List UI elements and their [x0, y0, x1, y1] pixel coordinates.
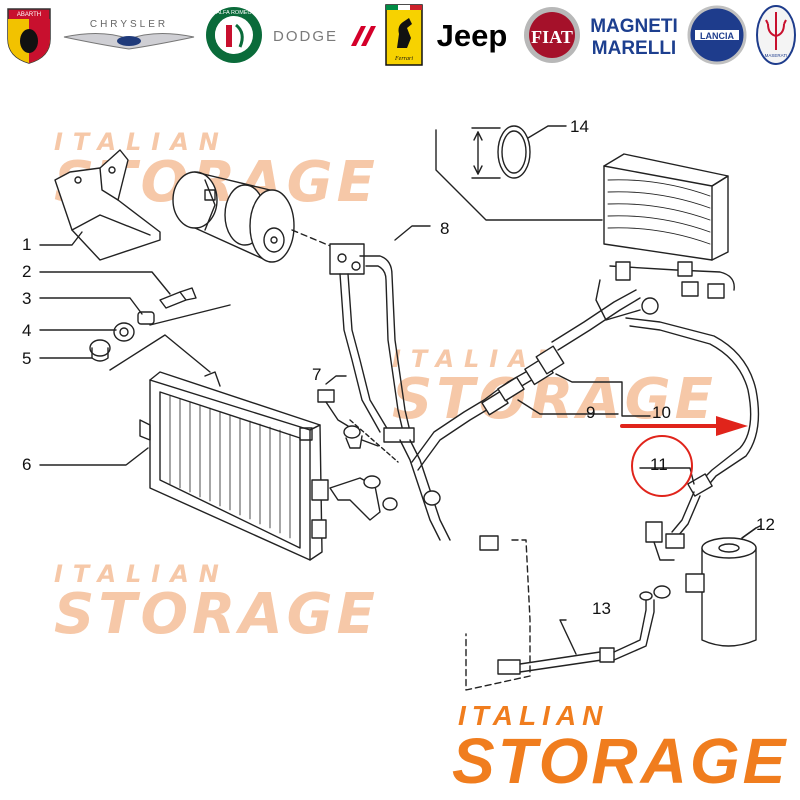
- leader-2: [39, 271, 171, 295]
- callout-4: 4: [22, 321, 31, 340]
- svg-text:Ferrari: Ferrari: [394, 56, 413, 62]
- leader-1: [39, 231, 83, 246]
- maserati-trident-icon: MASERATI: [756, 5, 796, 65]
- watermark-bottom-left: ITALIAN STORAGE: [54, 560, 379, 647]
- callout-3: 3: [22, 289, 31, 308]
- fiat-logo: FIAT: [522, 4, 582, 66]
- maserati-logo: MASERATI: [754, 4, 798, 66]
- svg-text:FIAT: FIAT: [531, 27, 573, 47]
- part-13-flexible-hose: [497, 585, 671, 675]
- alfa-romeo-logo: ALFA ROMEO: [203, 4, 265, 66]
- svg-text:CHRYSLER: CHRYSLER: [90, 19, 168, 30]
- part-3-sleeve: [137, 311, 155, 325]
- part-6-condenser: [139, 371, 329, 561]
- leader-8: [394, 225, 431, 241]
- part-1-bracket: [54, 149, 161, 261]
- chrysler-wings-icon: CHRYSLER: [63, 19, 195, 50]
- callout-9: 9: [586, 403, 595, 422]
- svg-text:Jeep: Jeep: [437, 18, 508, 53]
- magneti-marelli-wordmark-icon: MAGNETI MARELLI: [590, 16, 678, 59]
- lancia-shield-icon: LANCIA: [687, 5, 747, 65]
- brand-footer-line2: STORAGE: [452, 725, 789, 797]
- abarth-scorpion-shield-icon: ABARTH: [7, 8, 51, 64]
- leader-9: [517, 399, 619, 415]
- ferrari-logo: Ferrari: [384, 4, 424, 66]
- callout-5: 5: [22, 349, 31, 368]
- ferrari-prancing-horse-icon: Ferrari: [385, 4, 423, 66]
- magneti-marelli-logo: MAGNETI MARELLI: [588, 4, 680, 66]
- ac-system-exploded-diagram: 1 2 3 4 5 6 7 8 9 10 11 12 13 14: [22, 117, 775, 691]
- fiat-badge-icon: FIAT: [524, 7, 580, 63]
- condenser-outlet-fitting: [329, 475, 499, 551]
- callout-6: 6: [22, 455, 31, 474]
- brand-footer-line1: ITALIAN: [458, 700, 609, 731]
- chrysler-logo: CHRYSLER: [62, 4, 196, 66]
- svg-text:LANCIA: LANCIA: [700, 31, 734, 41]
- evaporator: [595, 153, 735, 321]
- highlight-part-11: [620, 416, 748, 497]
- highlight-circle: [631, 435, 693, 497]
- jeep-logo: Jeep: [430, 4, 514, 66]
- leader-7-dashed: [349, 419, 399, 463]
- callout-14: 14: [570, 117, 589, 136]
- svg-text:MARELLI: MARELLI: [592, 38, 676, 59]
- leader-10: [555, 373, 651, 417]
- callout-1: 1: [22, 235, 31, 254]
- arrow-right-icon: [716, 416, 748, 436]
- leader-bracket-dashed: [149, 304, 231, 326]
- leader-v-mark: [109, 334, 211, 373]
- svg-text:ABARTH: ABARTH: [17, 12, 41, 18]
- svg-text:ALFA ROMEO: ALFA ROMEO: [216, 10, 252, 16]
- abarth-logo: ABARTH: [2, 4, 56, 66]
- part-4-nut: [113, 322, 135, 342]
- svg-text:MAGNETI: MAGNETI: [590, 16, 678, 37]
- part-14-o-ring: [435, 125, 603, 221]
- callout-7: 7: [312, 365, 321, 384]
- part-5-bushing: [89, 339, 111, 362]
- callout-10: 10: [652, 403, 671, 422]
- svg-text:DODGE: DODGE: [273, 28, 338, 45]
- part-8-compressor-hose: [329, 243, 451, 541]
- part-9-10-liquid-line: [411, 289, 641, 471]
- part-12-receiver-drier: [685, 527, 757, 647]
- alfa-romeo-roundel-icon: ALFA ROMEO: [206, 7, 262, 63]
- part-11-suction-hose: [625, 297, 760, 561]
- leader-14: [527, 125, 567, 139]
- callout-11: 11: [650, 455, 668, 474]
- callout-13: 13: [592, 599, 611, 618]
- part-2-bolt: [159, 287, 197, 309]
- svg-text:MASERATI: MASERATI: [765, 53, 788, 58]
- lancia-logo: LANCIA: [686, 4, 748, 66]
- leader-3: [39, 297, 143, 315]
- leader-6: [39, 447, 149, 466]
- callout-12: 12: [756, 515, 775, 534]
- dodge-stripes-icon: DODGE: [273, 26, 376, 46]
- leader-7: [325, 375, 347, 385]
- dodge-logo: DODGE: [270, 4, 378, 66]
- callout-8: 8: [440, 219, 449, 238]
- leader-13-dashed-frame: [465, 539, 531, 691]
- leader-13: [559, 619, 577, 655]
- jeep-wordmark-icon: Jeep: [437, 18, 508, 53]
- compressor: [172, 171, 295, 263]
- italian-storage-brand-footer: ITALIAN STORAGE: [452, 700, 792, 800]
- part-7-pressure-switch: [317, 389, 379, 449]
- brand-logo-strip: ABARTH CHRYSLER ALFA ROMEO DODGE: [0, 0, 800, 72]
- callout-2: 2: [22, 262, 31, 281]
- leader-11: [639, 467, 695, 485]
- leader-12: [741, 525, 761, 539]
